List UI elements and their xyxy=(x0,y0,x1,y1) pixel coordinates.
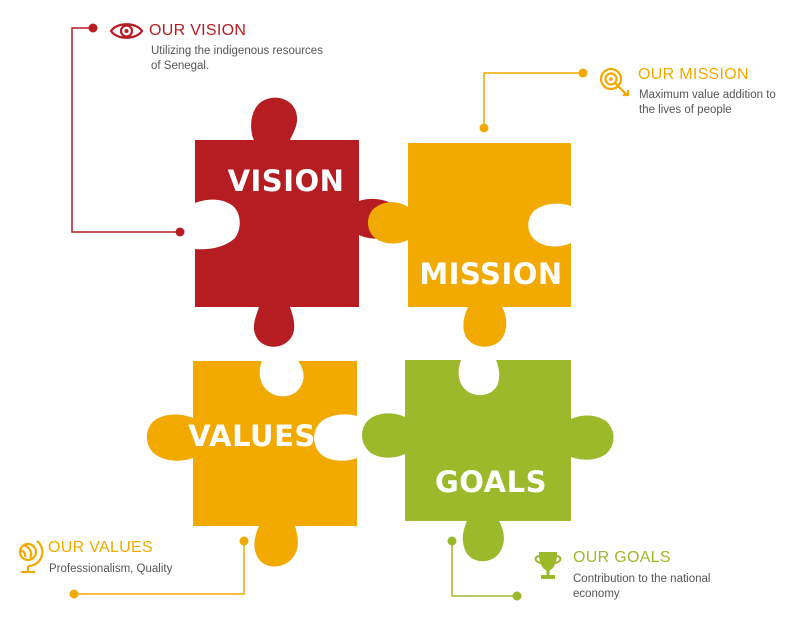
values-heading: OUR VALUES xyxy=(48,539,153,556)
vision-connector-dot xyxy=(175,227,185,237)
mission-description-line: the lives of people xyxy=(639,104,732,116)
vision-connector-dot xyxy=(88,23,98,33)
vision-description-line: of Senegal. xyxy=(151,60,210,72)
goals-connector-line xyxy=(451,541,517,597)
vision-description: Utilizing the indigenous resources of Se… xyxy=(151,44,323,74)
goals-puzzle-piece xyxy=(362,360,614,562)
values-piece-label: VALUES xyxy=(188,419,316,453)
mission-connector-line xyxy=(483,72,583,128)
vision-heading: OUR VISION xyxy=(149,22,247,39)
goals-piece-label: GOALS xyxy=(435,465,547,499)
values-connector-dot xyxy=(69,589,79,599)
target-icon xyxy=(599,67,630,97)
goals-description-line: Contribution to the national xyxy=(573,573,711,585)
vision-piece-label: VISION xyxy=(228,164,345,198)
vision-description-line: Utilizing the indigenous resources xyxy=(151,45,323,57)
mission-connector-dot xyxy=(578,68,588,78)
trophy-icon xyxy=(534,552,562,579)
goals-connector-dot xyxy=(447,536,457,546)
goals-connector-dot xyxy=(512,591,522,601)
goals-heading: OUR GOALS xyxy=(573,549,671,566)
mission-piece-label: MISSION xyxy=(419,257,562,291)
vision-puzzle-piece xyxy=(195,97,402,347)
mission-puzzle-piece xyxy=(367,143,571,347)
mission-heading: OUR MISSION xyxy=(638,66,749,83)
values-connector-line xyxy=(74,541,245,595)
values-description-line: Professionalism, Quality xyxy=(49,563,173,575)
goals-description: Contribution to the national economy xyxy=(573,572,710,602)
vision-connector-line xyxy=(71,27,180,233)
goals-description-line: economy xyxy=(573,588,620,600)
values-connector-dot xyxy=(239,536,249,546)
mission-description: Maximum value addition to the lives of p… xyxy=(639,88,776,118)
mission-connector-dot xyxy=(479,123,489,133)
globe-icon xyxy=(18,540,44,574)
mission-description-line: Maximum value addition to xyxy=(639,89,776,101)
eye-icon xyxy=(109,23,144,39)
values-description: Professionalism, Quality xyxy=(49,562,172,577)
values-puzzle-piece xyxy=(146,361,357,567)
